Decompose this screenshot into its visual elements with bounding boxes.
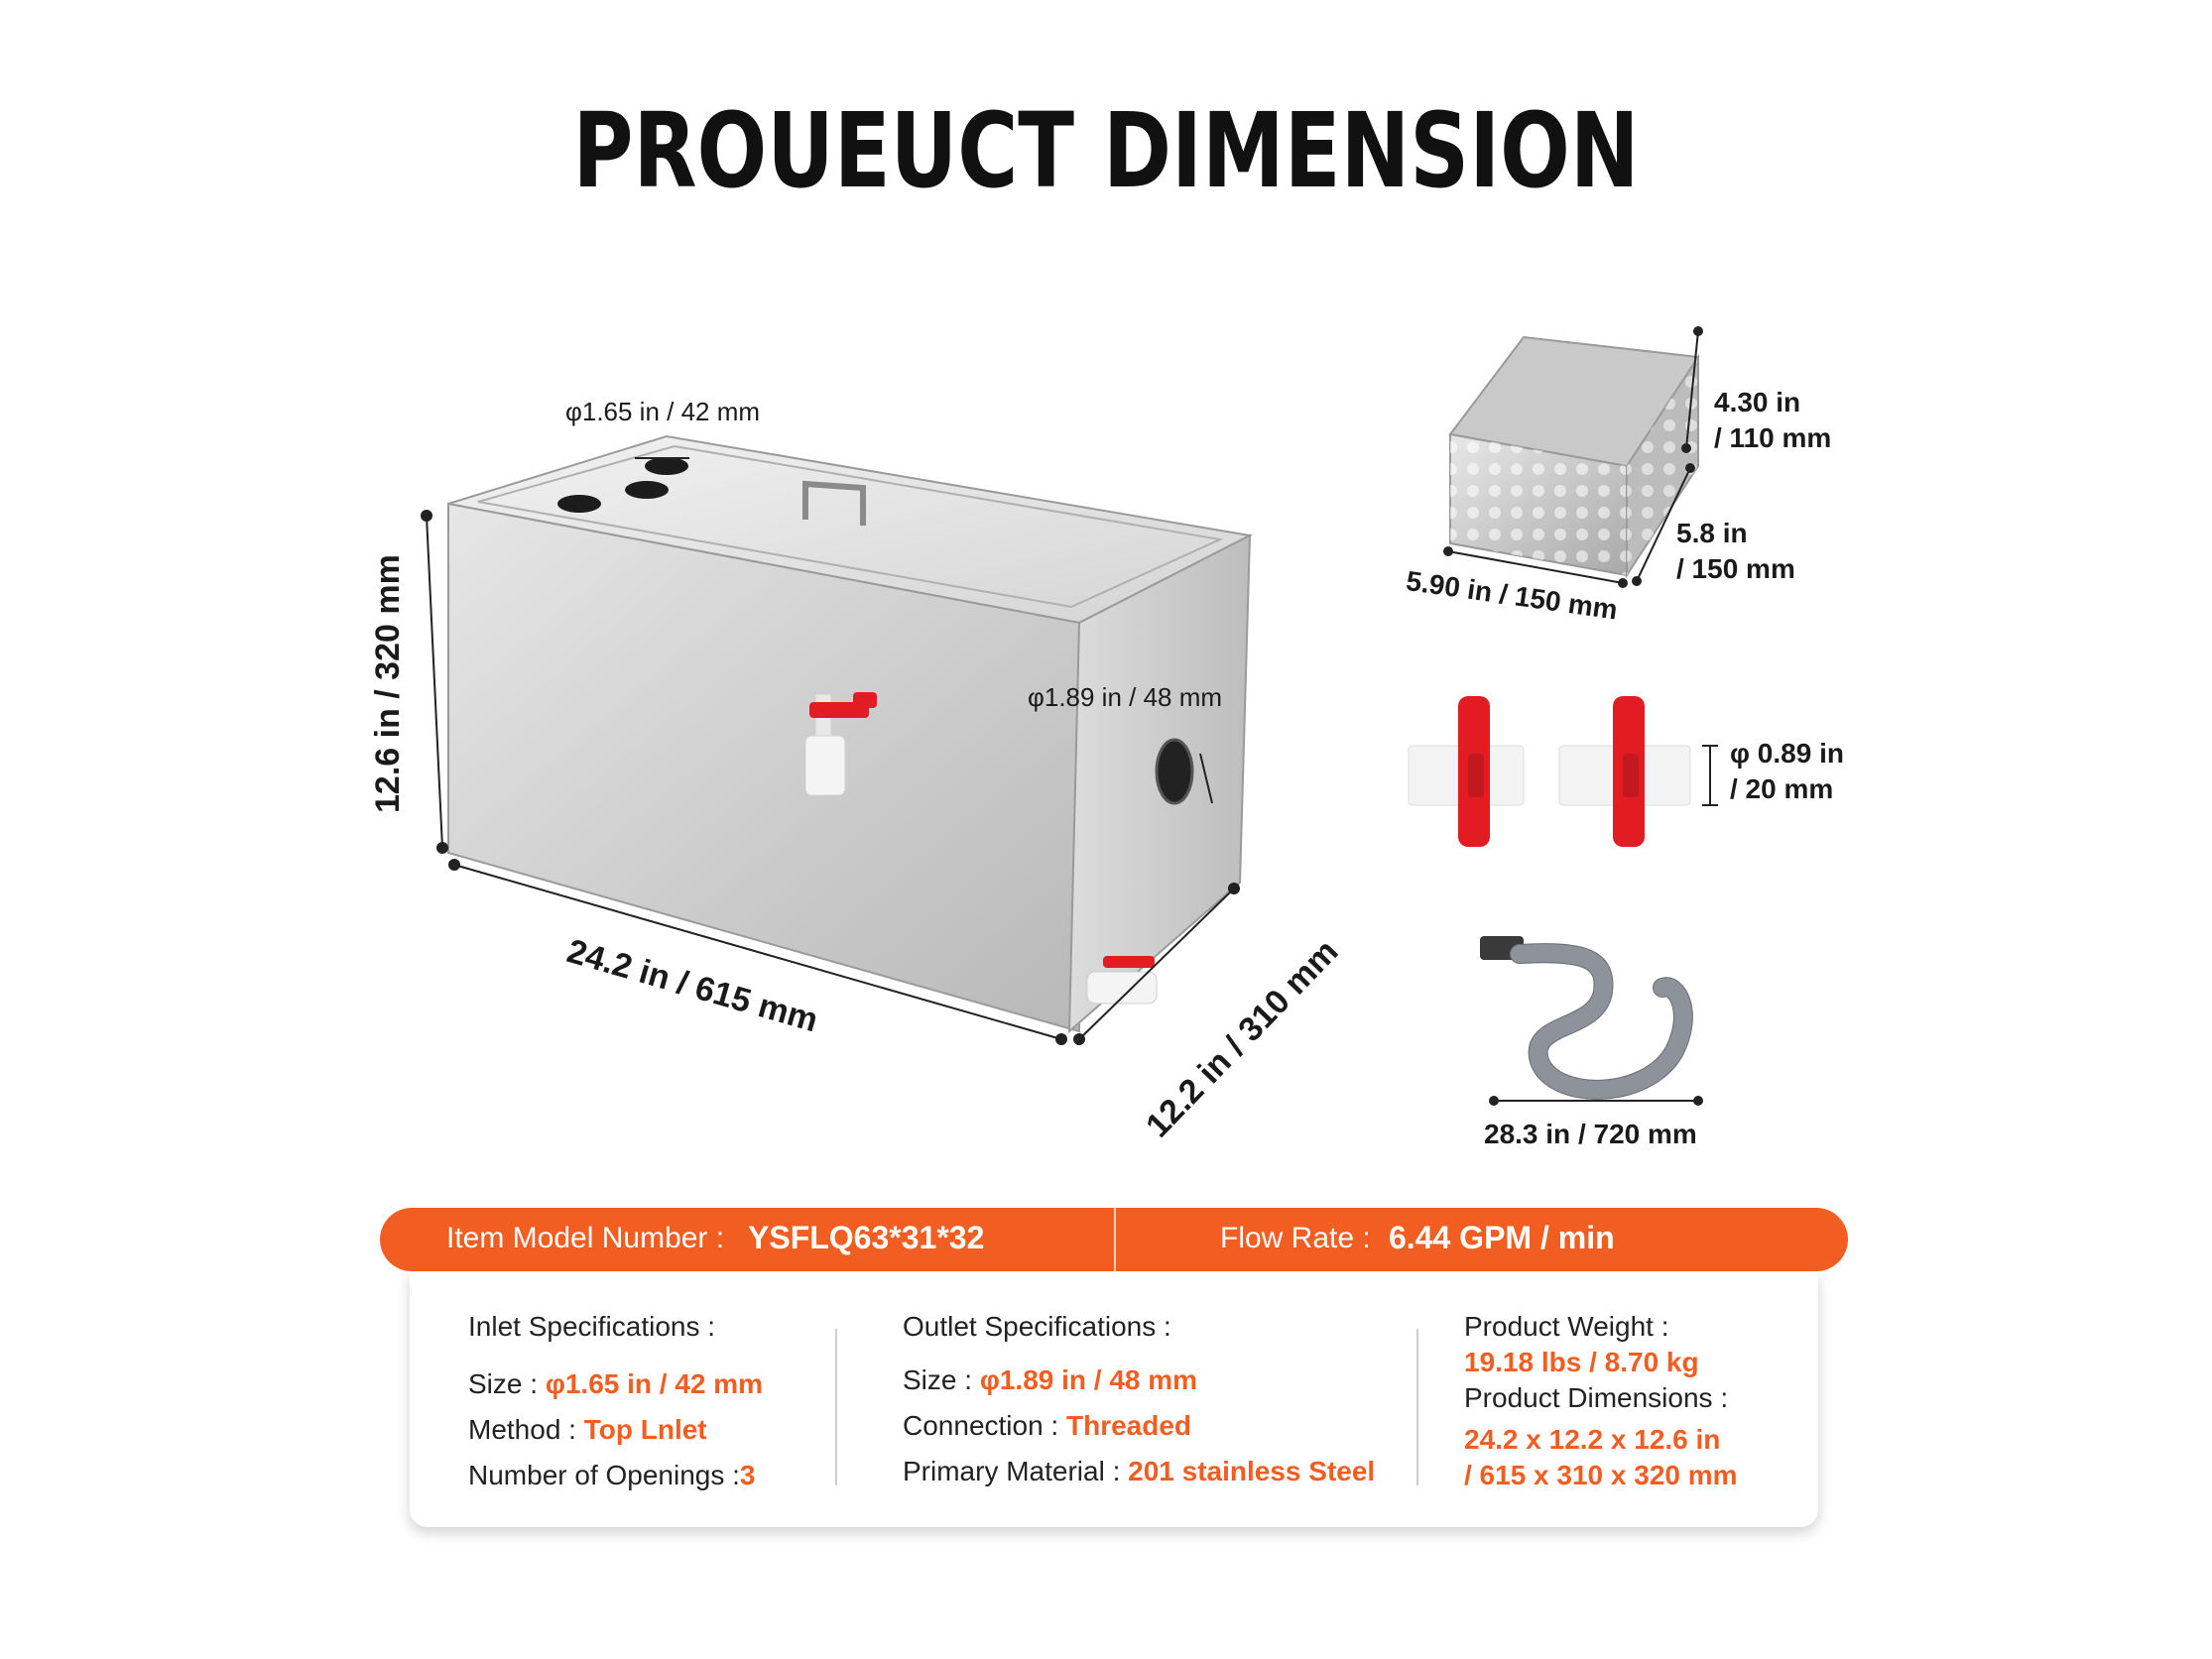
weight-value: 19.18 lbs / 8.70 kg	[1464, 1347, 1699, 1377]
spec-divider	[835, 1329, 837, 1485]
inlet-openings-value: 3	[739, 1460, 756, 1490]
valve-diameter-in: φ 0.89 in	[1730, 738, 1844, 769]
outlet-size-label: Size :	[903, 1364, 973, 1395]
outlet-heading: Outlet Specifications :	[903, 1311, 1171, 1342]
inlet-openings-label: Number of Openings :	[468, 1460, 740, 1490]
model-number-label: Item Model Number :	[446, 1222, 725, 1254]
inlet-openings-row: Number of Openings :3	[468, 1460, 756, 1491]
outlet-size-row: Size : φ1.89 in / 48 mm	[903, 1364, 1197, 1396]
outlet-connection-label: Connection :	[903, 1410, 1059, 1441]
dimensions-heading: Product Dimensions :	[1464, 1382, 1729, 1413]
outlet-material-label: Primary Material :	[903, 1456, 1121, 1486]
model-number-value: YSFLQ63*31*32	[748, 1220, 985, 1255]
basket-height-mm: / 110 mm	[1714, 422, 1832, 453]
weight-heading: Product Weight :	[1464, 1311, 1669, 1342]
strainer-basket	[1448, 335, 1700, 579]
outlet-material-value: 201 stainless Steel	[1128, 1456, 1376, 1486]
inlet-hole	[645, 457, 688, 475]
outlet-pipe	[1155, 738, 1194, 805]
ball-valve	[1408, 696, 1525, 847]
grease-trap-tank	[447, 434, 1254, 1034]
outlet-connection-row: Connection : Threaded	[903, 1410, 1191, 1442]
inlet-method-value: Top Lnlet	[583, 1414, 707, 1445]
outlet-size-value: φ1.89 in / 48 mm	[979, 1364, 1198, 1395]
valve-dimension-line	[1702, 745, 1718, 806]
inlet-hole	[625, 481, 669, 499]
drain-hose	[1480, 936, 1693, 1100]
hose-length-label: 28.3 in / 720 mm	[1484, 1119, 1697, 1149]
dimensions-value-line1: 24.2 x 12.2 x 12.6 in	[1464, 1424, 1721, 1455]
flow-rate-value: 6.44 GPM / min	[1389, 1220, 1615, 1255]
outlet-material-row: Primary Material : 201 stainless Steel	[903, 1456, 1375, 1487]
front-valve	[804, 692, 877, 796]
inlet-diameter-label: φ1.65 in / 42 mm	[565, 397, 761, 426]
basket-height-in: 4.30 in	[1714, 387, 1801, 417]
inlet-method-row: Method : Top Lnlet	[468, 1414, 707, 1446]
inlet-size-label: Size :	[468, 1368, 539, 1399]
outlet-connection-value: Threaded	[1066, 1410, 1192, 1441]
spec-card	[410, 1271, 1818, 1527]
inlet-heading: Inlet Specifications :	[468, 1311, 716, 1342]
summary-bar-divider	[1114, 1208, 1116, 1271]
valve-diameter-mm: / 20 mm	[1730, 773, 1834, 804]
tank-height-label: 12.6 in / 320 mm	[369, 554, 407, 813]
basket-depth-in: 5.8 in	[1676, 518, 1748, 548]
inlet-hole	[557, 495, 601, 513]
basket-dimension-lines	[1443, 326, 1703, 588]
dimensions-value-line2: / 615 x 310 x 320 mm	[1464, 1460, 1738, 1490]
spec-divider	[1416, 1329, 1418, 1485]
hose-dimension-line	[1489, 1096, 1703, 1106]
inlet-method-label: Method :	[468, 1414, 576, 1445]
tank-dimension-lines	[421, 457, 1240, 1045]
basket-depth-mm: / 150 mm	[1676, 553, 1795, 584]
inlet-size-value: φ1.65 in / 42 mm	[545, 1368, 764, 1399]
flow-rate-label: Flow Rate :	[1220, 1222, 1371, 1254]
page-title: PROUEUCT DIMENSION	[572, 90, 1640, 211]
ball-valve	[1558, 696, 1691, 847]
inlet-size-row: Size : φ1.65 in / 42 mm	[468, 1368, 763, 1400]
outlet-diameter-label: φ1.89 in / 48 mm	[1028, 682, 1223, 712]
